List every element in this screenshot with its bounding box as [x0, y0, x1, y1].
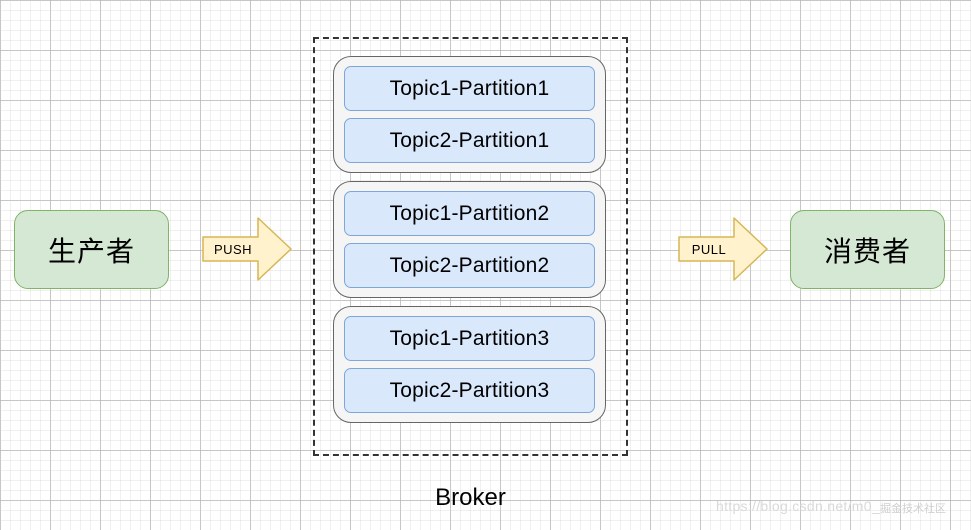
consumer-node[interactable]: 消费者 — [790, 210, 945, 289]
watermark-url: https://blog.csdn.net/m0_ — [716, 498, 880, 514]
partition-label: Topic1-Partition2 — [389, 201, 550, 225]
partition-label: Topic1-Partition3 — [389, 326, 550, 350]
partition-item[interactable]: Topic1-Partition2 — [344, 191, 595, 236]
partition-label: Topic1-Partition1 — [389, 76, 550, 100]
partition-item[interactable]: Topic1-Partition3 — [344, 316, 595, 361]
push-arrow[interactable]: PUSH — [202, 216, 292, 282]
broker-label: Broker — [435, 484, 506, 511]
partition-item[interactable]: Topic2-Partition2 — [344, 243, 595, 288]
watermark-badge: 掘金技术社区 — [880, 503, 946, 515]
partition-label: Topic2-Partition2 — [389, 253, 550, 277]
producer-label: 生产者 — [47, 235, 135, 267]
broker-boundary — [313, 37, 628, 456]
pull-arrow-label: PULL — [691, 241, 727, 257]
partition-label: Topic2-Partition3 — [389, 378, 550, 402]
pull-arrow[interactable]: PULL — [678, 216, 768, 282]
partition-item[interactable]: Topic2-Partition1 — [344, 118, 595, 163]
partition-group[interactable]: Topic1-Partition3 Topic2-Partition3 — [333, 306, 606, 423]
consumer-label: 消费者 — [823, 235, 911, 267]
producer-node[interactable]: 生产者 — [14, 210, 169, 289]
partition-item[interactable]: Topic1-Partition1 — [344, 66, 595, 111]
partition-label: Topic2-Partition1 — [389, 128, 550, 152]
push-arrow-label: PUSH — [213, 241, 253, 257]
partition-group[interactable]: Topic1-Partition2 Topic2-Partition2 — [333, 181, 606, 298]
partition-group[interactable]: Topic1-Partition1 Topic2-Partition1 — [333, 56, 606, 173]
partition-item[interactable]: Topic2-Partition3 — [344, 368, 595, 413]
